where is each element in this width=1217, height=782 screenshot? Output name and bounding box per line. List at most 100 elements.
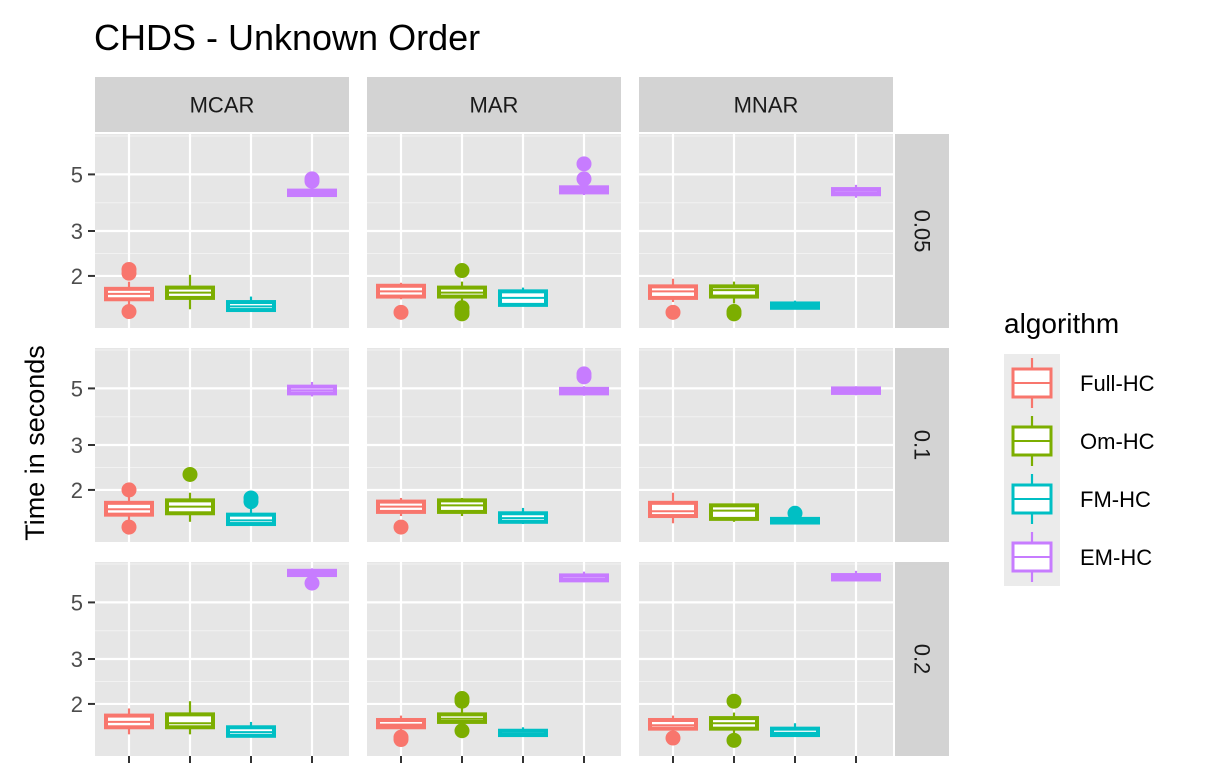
row-strip-0-05 <box>895 134 949 328</box>
box-outlier <box>121 304 137 320</box>
y-axis-tick-label: 5 <box>71 376 83 401</box>
box-outlier <box>182 466 198 482</box>
box-fm-hc <box>498 287 548 307</box>
box-iqr <box>165 712 215 730</box>
row-strip-label: 0.05 <box>910 210 935 253</box>
legend-entry-om-hc: Om-HC <box>1004 412 1155 470</box>
box-outlier <box>576 156 592 172</box>
box-em-hc <box>831 570 881 582</box>
panel-mnar-0-1 <box>639 348 893 542</box>
box-em-hc <box>559 366 609 396</box>
y-axis-tick-label: 3 <box>71 433 83 458</box>
box-em-hc <box>287 381 337 397</box>
panel-mar-0-1 <box>367 348 621 542</box>
box-outlier <box>665 304 681 320</box>
box-om-hc <box>437 691 487 739</box>
box-outlier <box>454 263 470 279</box>
box-iqr <box>709 284 759 299</box>
box-full-hc <box>104 708 154 735</box>
box-fm-hc <box>770 723 820 738</box>
legend-entry-label: EM-HC <box>1080 545 1152 570</box>
y-axis-tick-label: 3 <box>71 219 83 244</box>
column-strip-label: MNAR <box>734 93 799 118</box>
box-full-hc <box>648 492 698 524</box>
box-fm-hc <box>226 490 276 527</box>
box-outlier <box>726 306 742 322</box>
box-outlier <box>243 490 259 506</box>
box-outlier <box>121 482 137 498</box>
box-om-hc <box>437 497 487 517</box>
box-outlier <box>304 171 320 187</box>
box-outlier <box>726 732 742 748</box>
box-outlier <box>121 519 137 535</box>
box-outlier <box>726 693 742 709</box>
box-outlier <box>304 575 320 591</box>
box-om-hc <box>165 701 215 735</box>
box-outlier <box>393 304 409 320</box>
box-fm-hc <box>498 507 548 525</box>
panel-mnar-0-05 <box>639 134 893 328</box>
panel-mnar-0-2 <box>639 562 893 763</box>
legend-title: algorithm <box>1004 308 1119 339</box>
box-outlier <box>454 691 470 707</box>
legend-entry-label: Full-HC <box>1080 371 1155 396</box>
box-om-hc <box>709 503 759 522</box>
legend-entry-em-hc: EM-HC <box>1004 528 1152 586</box>
chart-title: CHDS - Unknown Order <box>94 17 480 58</box>
box-fm-hc <box>770 505 820 525</box>
box-outlier <box>121 261 137 277</box>
y-axis-tick-label: 5 <box>71 162 83 187</box>
box-outlier <box>576 366 592 382</box>
box-iqr <box>709 503 759 521</box>
box-em-hc <box>559 156 609 196</box>
box-fm-hc <box>770 300 820 310</box>
box-fm-hc <box>226 296 276 313</box>
y-axis-tick-label: 5 <box>71 590 83 615</box>
box-full-hc <box>648 278 698 320</box>
box-full-hc <box>648 715 698 746</box>
row-strip-label: 0.1 <box>910 430 935 461</box>
panel-mar-0-2 <box>367 562 621 763</box>
column-strip-mar <box>367 77 621 132</box>
column-strip-mnar <box>639 77 893 132</box>
column-strip-label: MCAR <box>190 93 255 118</box>
box-full-hc <box>376 715 426 748</box>
box-full-hc <box>376 497 426 535</box>
box-om-hc <box>165 274 215 310</box>
legend-entry-label: FM-HC <box>1080 487 1151 512</box>
y-axis-tick-label: 2 <box>71 692 83 717</box>
row-strip-label: 0.2 <box>910 644 935 675</box>
box-om-hc <box>437 263 487 322</box>
box-full-hc <box>104 482 154 535</box>
panel-mcar-0-1 <box>95 348 349 542</box>
y-axis-title: Time in seconds <box>20 345 50 541</box>
box-em-hc <box>287 171 337 198</box>
box-em-hc <box>287 568 337 591</box>
legend-entry-fm-hc: FM-HC <box>1004 470 1151 528</box>
box-em-hc <box>831 184 881 198</box>
box-full-hc <box>376 282 426 320</box>
box-iqr <box>648 500 698 519</box>
y-axis-tick-label: 3 <box>71 647 83 672</box>
y-axis-tick-label: 2 <box>71 264 83 289</box>
panel-mcar-0-05 <box>95 134 349 328</box>
box-om-hc <box>165 466 215 522</box>
box-outlier <box>665 730 681 746</box>
y-axis-tick-label: 2 <box>71 478 83 503</box>
box-outlier <box>576 171 592 187</box>
box-fm-hc <box>226 721 276 738</box>
box-om-hc <box>709 693 759 748</box>
legend-entry-full-hc: Full-HC <box>1004 354 1155 412</box>
row-strip-0-1 <box>895 348 949 542</box>
legend-entry-label: Om-HC <box>1080 429 1155 454</box>
box-full-hc <box>104 261 154 320</box>
box-iqr <box>770 726 820 738</box>
box-em-hc <box>831 386 881 396</box>
box-outlier <box>454 306 470 322</box>
box-fm-hc <box>498 727 548 738</box>
box-outlier <box>393 729 409 745</box>
legend: algorithm Full-HC Om-HC FM-HC EM-HC <box>1004 308 1155 586</box>
box-outlier <box>454 723 470 739</box>
